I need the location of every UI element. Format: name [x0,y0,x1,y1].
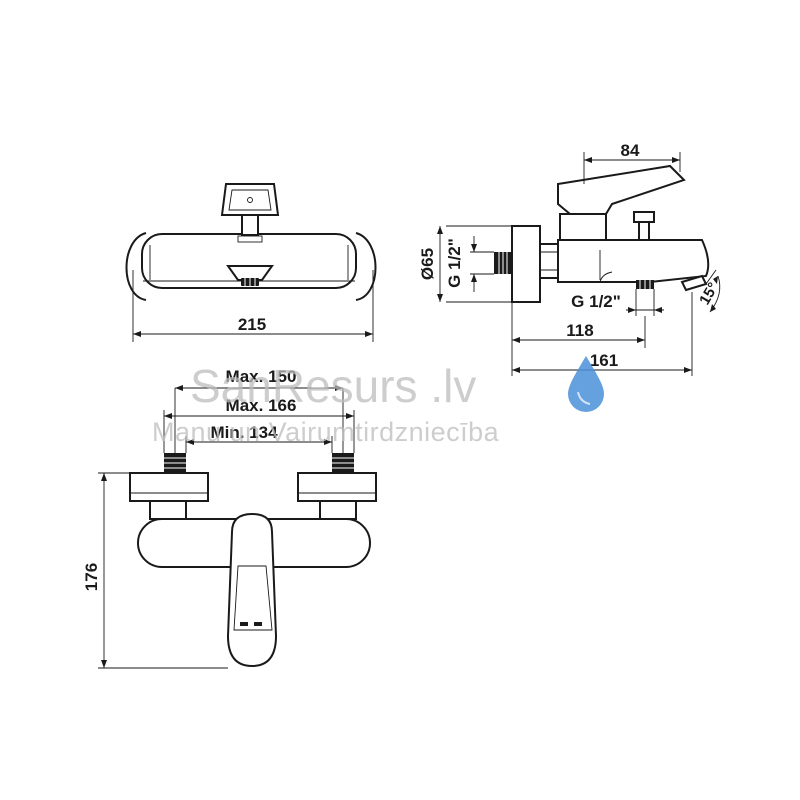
side-view: 84 Ø65 G 1/2" G 1/2" 118 [418,141,722,376]
handle-length-label: 84 [621,141,640,160]
watermark-title: SanResurs .lv [190,360,476,412]
left-rosette [125,232,147,301]
diameter-label: Ø65 [418,248,437,280]
left-rosette-front [129,472,209,502]
mixer-body-side [557,239,710,283]
width-dimension-label: 215 [238,315,266,334]
max-center-label: Max. 150 [226,367,297,386]
wall-plate-side [511,225,541,303]
front-view: Max. 150 Max. 166 Min. 134 176 [82,367,377,669]
right-rosette [355,232,377,301]
water-drop-icon [568,356,604,412]
spout-length-label: 161 [590,351,618,370]
min-center-label: Min. 134 [210,423,278,442]
lever-front [226,512,278,668]
top-view: 215 [125,183,377,342]
right-rosette-front [297,472,377,502]
spout-outlet-top [226,265,274,281]
max-total-label: Max. 166 [226,396,297,415]
watermark: SanResurs .lv Manu un Vairumtirdzniecība [152,356,604,447]
outlet-distance-label: 118 [566,321,593,340]
lever-top [220,183,280,216]
lever-side [557,164,686,215]
diverter-knob-side [633,211,655,223]
height-label: 176 [82,563,101,591]
outlet-thread-label: G 1/2" [571,292,621,311]
inlet-thread-label: G 1/2" [445,238,464,288]
watermark-subtitle: Manu un Vairumtirdzniecība [152,417,500,447]
